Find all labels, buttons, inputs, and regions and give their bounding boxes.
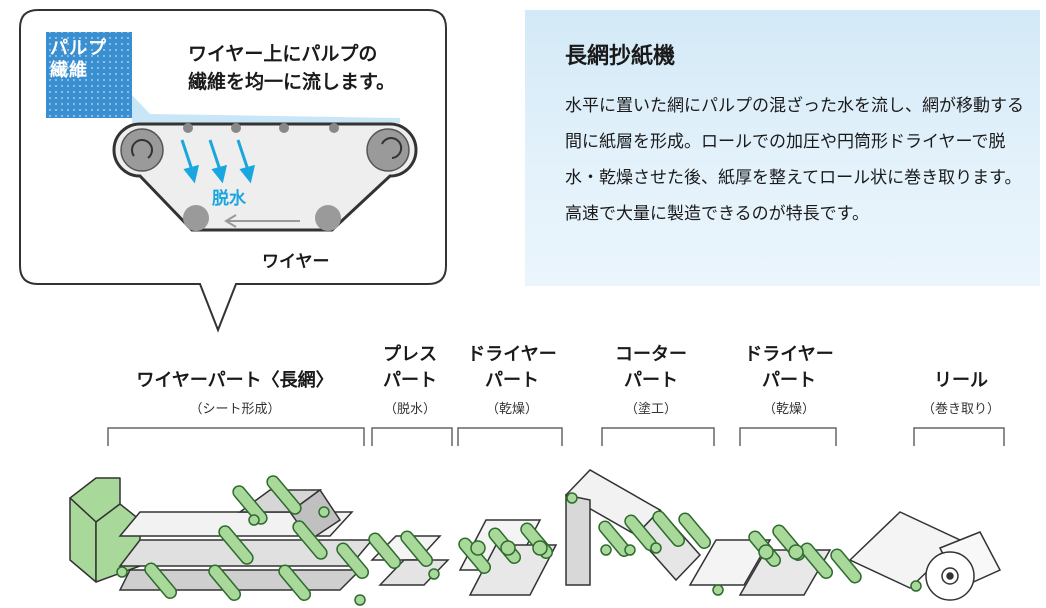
- stage-name: ワイヤーパート〈長網〉: [136, 370, 334, 391]
- stage-press-part: プレス パート （脱水）: [368, 342, 452, 417]
- pulp-label: パルプ 繊維: [50, 38, 107, 81]
- wire-label: ワイヤー: [262, 252, 330, 272]
- stage-sub: （シート形成）: [189, 402, 281, 417]
- stage-name: プレス パート: [383, 344, 437, 391]
- dryer2-sheet: [688, 539, 832, 596]
- roll-ends: [116, 492, 922, 606]
- stage-name: ドライヤー パート: [744, 344, 834, 391]
- stage-sub: （塗工）: [624, 402, 677, 417]
- stage-sub: （乾燥）: [762, 402, 815, 417]
- pulp-flow: [132, 95, 400, 123]
- dewater-label: 脱水: [212, 189, 246, 209]
- info-body: 水平に置いた網にパルプの混ざった水を流し、網が移動する間に紙層を形成。ロールでの…: [565, 96, 1024, 224]
- end-rollers: [120, 128, 410, 231]
- info-title: 長網抄紙機: [565, 44, 676, 69]
- stage-brackets: [107, 427, 1005, 446]
- stage-sub: （乾燥）: [485, 402, 538, 417]
- stage-sub: （脱水）: [383, 402, 436, 417]
- direction-arrow: [224, 214, 300, 228]
- stage-name: リール: [934, 370, 988, 391]
- info-panel: 長網抄紙機 水平に置いた網にパルプの混ざった水を流し、網が移動する間に紙層を形成…: [525, 10, 1040, 286]
- stage-dryer-part-2: ドライヤー パート （乾燥）: [730, 342, 848, 417]
- stage-wire-part: ワイヤーパート〈長網〉 （シート形成）: [110, 368, 360, 417]
- stage-sub: （巻き取り）: [921, 402, 1000, 417]
- stage-dryer-part-1: ドライヤー パート （乾燥）: [454, 342, 570, 417]
- callout-text: ワイヤー上にパルプの 繊維を均一に流します。: [188, 43, 396, 93]
- reel-roll: [925, 531, 1002, 601]
- dewater-arrows: [180, 139, 256, 184]
- stage-coater-part: コーター パート （塗工）: [596, 342, 706, 417]
- stage-name: コーター パート: [615, 344, 687, 391]
- table-rollers: [183, 123, 339, 133]
- stage-reel: リール （巻き取り）: [906, 368, 1016, 417]
- stage-name: ドライヤー パート: [467, 344, 557, 391]
- green-rolls: [144, 475, 862, 602]
